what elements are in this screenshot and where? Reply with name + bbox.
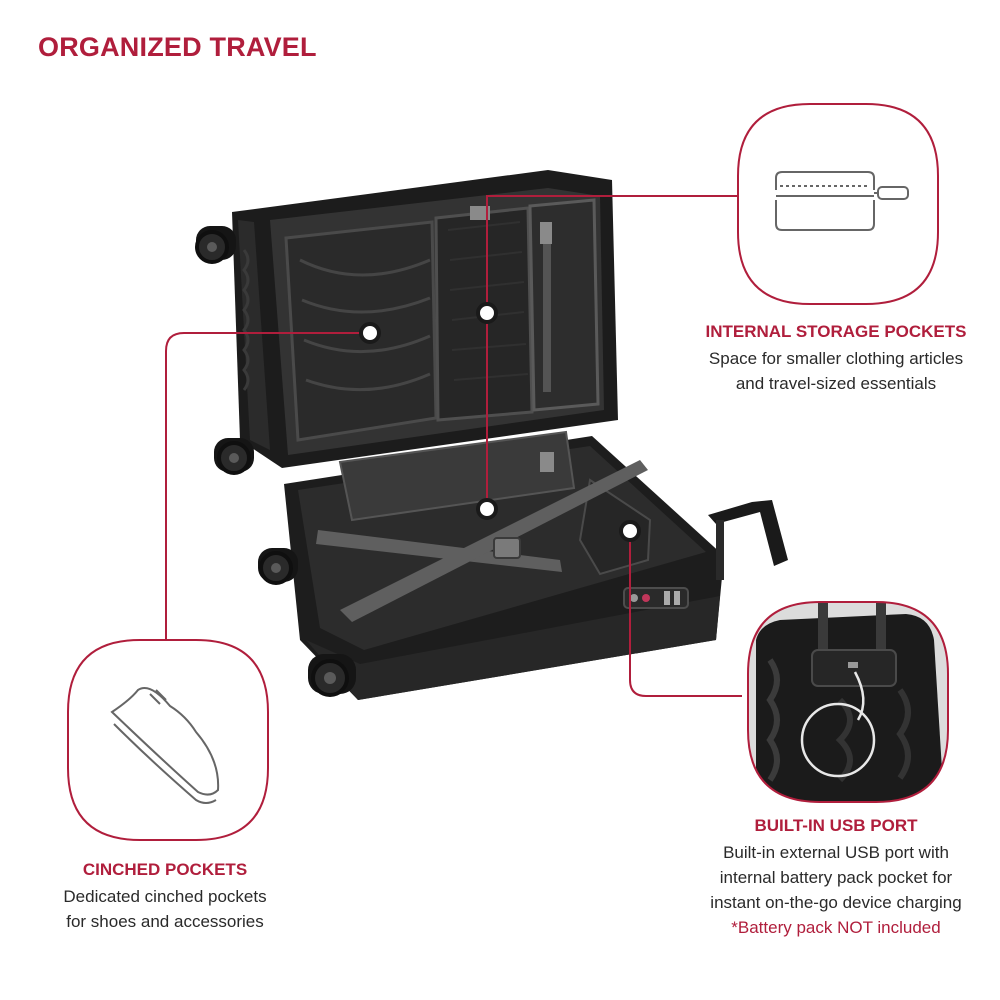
telescopic-handle: [708, 500, 788, 580]
suitcase-lid: [232, 170, 618, 468]
callout-lines: [165, 195, 742, 697]
base-wheels: [258, 548, 356, 697]
storage-pockets-line-2: and travel-sized essentials: [735, 374, 937, 393]
cinched-pockets-line-2: for shoes and accessories: [66, 912, 264, 931]
usb-photo-frame: [747, 601, 949, 803]
sneaker-icon: [110, 687, 220, 804]
storage-icon-frame: [737, 103, 939, 305]
usb-port-line-3: instant on-the-go device charging: [710, 893, 962, 912]
cinched-pockets-feature: CINCHED POCKETS Dedicated cinched pocket…: [20, 860, 310, 934]
callout-markers: [359, 302, 641, 542]
page-title: ORGANIZED TRAVEL: [38, 32, 317, 62]
usb-port-title: BUILT-IN USB PORT: [754, 816, 918, 835]
usb-port-feature: BUILT-IN USB PORT Built-in external USB …: [680, 816, 992, 940]
suitcase-base: [284, 430, 724, 700]
battery-note: *Battery pack NOT included: [731, 918, 941, 937]
cinched-pockets-line-1: Dedicated cinched pockets: [63, 887, 267, 906]
lid-wheels: [195, 226, 254, 475]
usb-port-line-1: Built-in external USB port with: [723, 843, 949, 862]
storage-pockets-feature: INTERNAL STORAGE POCKETS Space for small…: [676, 322, 996, 396]
usb-port-line-2: internal battery pack pocket for: [719, 868, 953, 887]
storage-pockets-line-1: Space for smaller clothing articles: [708, 349, 964, 368]
storage-pockets-title: INTERNAL STORAGE POCKETS: [705, 322, 967, 341]
cinched-pockets-title: CINCHED POCKETS: [82, 860, 248, 879]
cinched-icon-frame: [67, 639, 269, 841]
usb-port-photo: [748, 602, 948, 802]
zipper-pocket-icon: [775, 171, 909, 231]
